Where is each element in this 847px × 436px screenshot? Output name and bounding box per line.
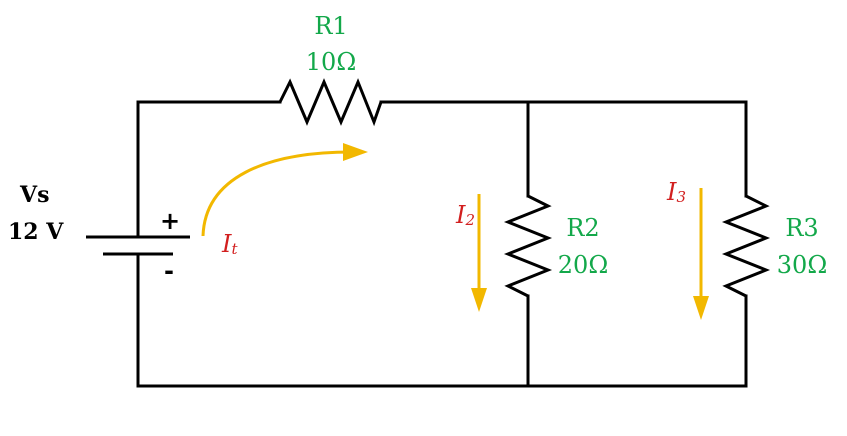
i2-current-arrowhead — [471, 288, 487, 312]
battery-minus-sign: - — [164, 257, 174, 285]
wires — [136, 100, 748, 388]
r3-name: R3 — [785, 214, 818, 242]
battery-plus-sign: + — [160, 207, 180, 235]
r3-value: 30Ω — [777, 251, 827, 279]
total-current-label: It — [221, 230, 238, 258]
resistor-r2 — [503, 194, 553, 298]
r1-name: R1 — [314, 12, 347, 40]
wire-bottom — [136, 294, 748, 388]
r1-value: 10Ω — [306, 48, 356, 76]
r2-name: R2 — [566, 214, 599, 242]
total-current-arrow — [201, 150, 353, 237]
wire-top-right — [379, 100, 748, 198]
source-value: 12 V — [8, 219, 64, 245]
source-name: Vs — [19, 182, 49, 208]
resistor-r3 — [721, 194, 771, 298]
i3-current-label: I3 — [666, 178, 686, 206]
resistor-r1 — [278, 78, 383, 127]
battery-symbol — [86, 196, 190, 296]
wire-top-left — [136, 100, 282, 198]
r2-value: 20Ω — [558, 251, 608, 279]
i2-current-label: I2 — [455, 201, 475, 229]
total-current-arrowhead — [343, 143, 368, 161]
i3-current-arrowhead — [693, 296, 709, 320]
